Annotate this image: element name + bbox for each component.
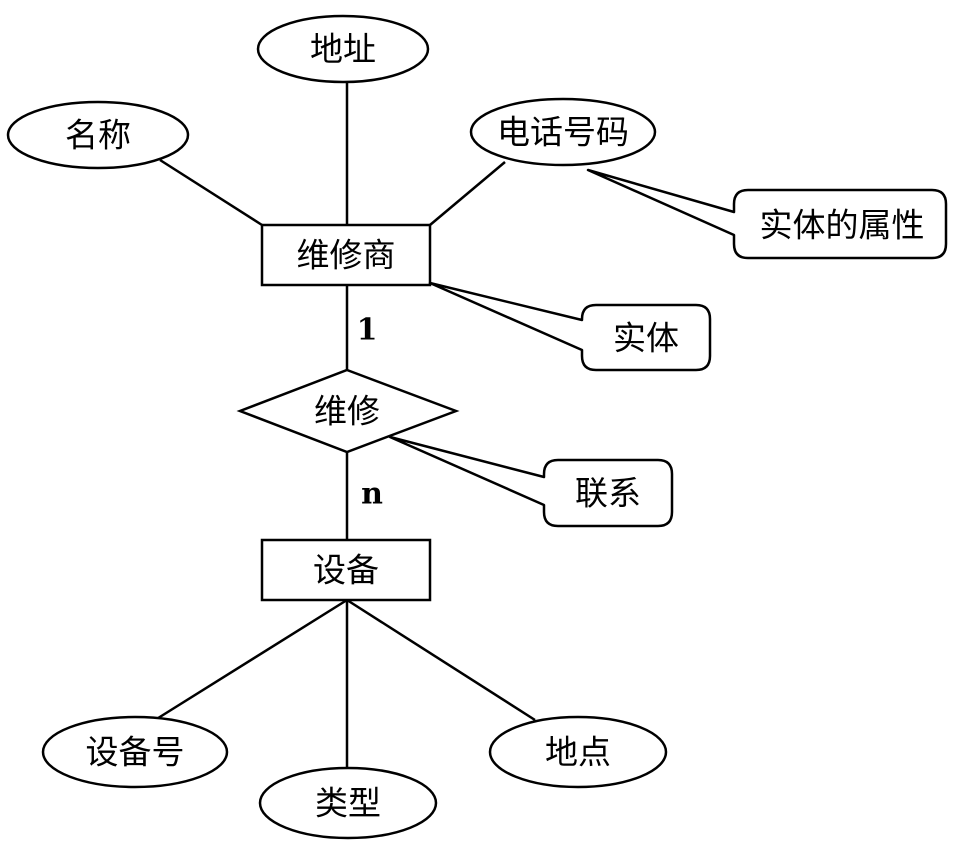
edge-device-location <box>346 598 536 722</box>
attribute-device-no-shape <box>41 715 229 789</box>
edge-supplier-name <box>159 158 263 227</box>
attribute-device-no-label: 设备号 <box>86 733 185 772</box>
entity-supplier-shape <box>260 223 432 287</box>
attribute-type-shape <box>258 766 438 840</box>
callout-relationship-shape <box>388 435 674 528</box>
edge-supplier-phone <box>429 161 506 226</box>
relationship-label: 维修 <box>314 392 380 431</box>
entity-device-shape <box>260 538 432 602</box>
cardinality-device-side: n <box>361 477 383 512</box>
callout-relationship-label: 联系 <box>575 474 641 513</box>
attribute-location-shape <box>488 715 668 789</box>
entity-device-label: 设备 <box>313 551 379 590</box>
callout-entity-label: 实体 <box>613 319 679 358</box>
attribute-name-shape <box>6 100 190 170</box>
attribute-location-label: 地点 <box>545 733 611 772</box>
attribute-phone-label: 电话号码 <box>497 113 629 152</box>
callout-attribute-shape <box>586 168 948 260</box>
attribute-address-shape <box>256 14 430 84</box>
attribute-phone-shape <box>469 97 657 167</box>
callout-entity-shape <box>428 281 712 372</box>
attribute-name-label: 名称 <box>65 116 131 155</box>
edge-device-deviceno <box>154 598 348 722</box>
attribute-address-label: 地址 <box>310 30 376 69</box>
attribute-type-label: 类型 <box>315 784 381 823</box>
entity-supplier-label: 维修商 <box>297 236 396 275</box>
callout-attribute-label: 实体的属性 <box>760 206 925 245</box>
relationship-shape <box>236 368 460 454</box>
cardinality-supplier-side: 1 <box>357 313 378 348</box>
